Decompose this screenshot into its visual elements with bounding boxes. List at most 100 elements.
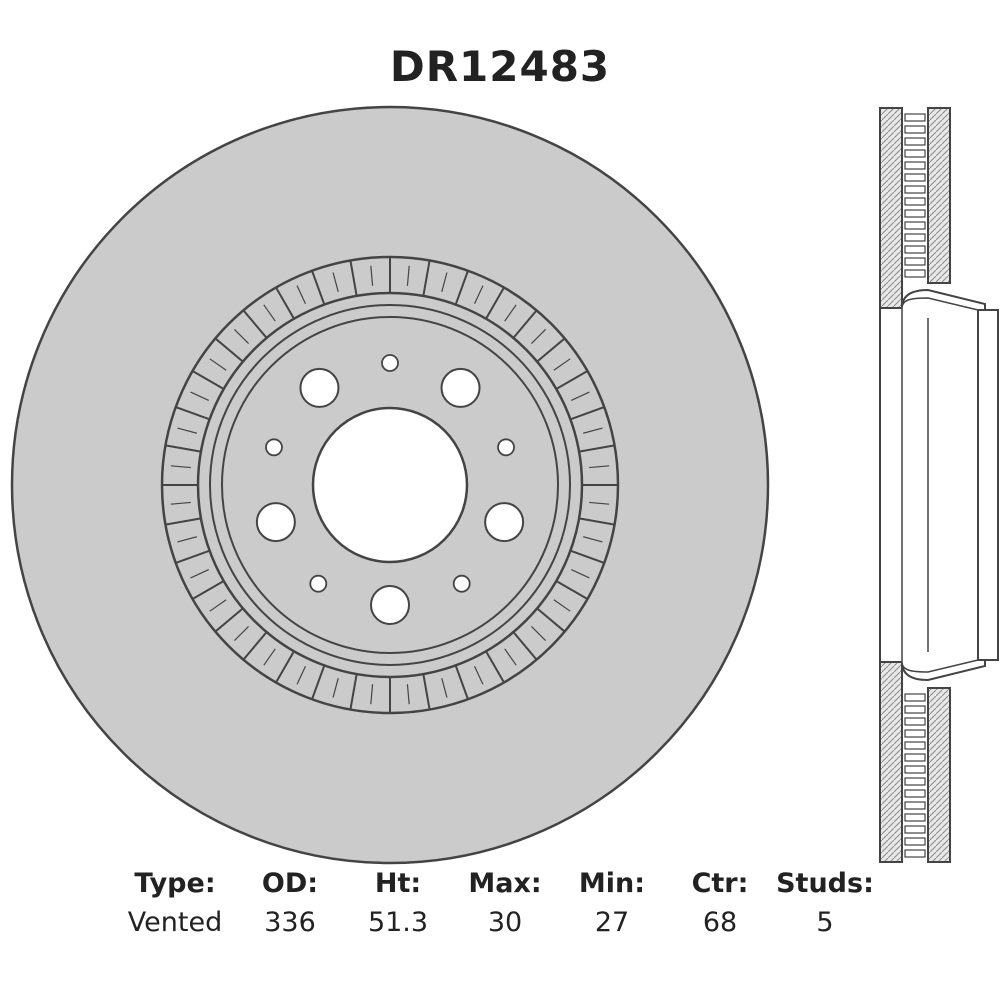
vane-section [904, 113, 926, 122]
vane-slot [583, 536, 603, 543]
lower-ring-outer-plate [879, 661, 903, 863]
upper-ring-inner-plate [927, 107, 951, 284]
cooling-vanes [162, 257, 618, 713]
vane-section [904, 765, 926, 774]
spec-ctr: Ctr: 68 [665, 868, 775, 938]
disc-front-view [10, 105, 770, 865]
vane-slot [571, 568, 590, 579]
vane-slot [170, 465, 191, 469]
vane-slot [530, 625, 546, 641]
stud-hole [440, 367, 481, 408]
stud-hole [370, 585, 410, 625]
vane-section [904, 149, 926, 158]
vane-divider [536, 337, 566, 363]
spec-value: 51.3 [367, 907, 429, 938]
vane-slot [263, 648, 276, 666]
spec-value: 30 [487, 907, 523, 938]
spec-label: Type: [134, 868, 216, 899]
locating-hole [265, 438, 283, 457]
locating-hole [497, 438, 515, 457]
vane-slot [170, 501, 191, 505]
vane-divider [512, 309, 538, 339]
vane-slot [370, 684, 374, 705]
vane-section [904, 197, 926, 206]
vane-slot [190, 391, 209, 402]
vane-section [904, 137, 926, 146]
stud-holes [255, 367, 525, 625]
vane-divider [275, 650, 295, 683]
vane-slot [209, 599, 227, 612]
vane-divider [165, 444, 202, 453]
vane-divider [192, 370, 225, 390]
vane-divider [349, 260, 358, 297]
vane-divider [165, 517, 202, 526]
vane-divider [422, 673, 431, 710]
vane-section [904, 789, 926, 798]
vane-section [904, 245, 926, 254]
vane-section [904, 705, 926, 714]
vane-slot [406, 265, 410, 286]
vane-divider [578, 517, 615, 526]
vane-slot [571, 391, 590, 402]
vane-slot [296, 285, 307, 304]
vane-slot [504, 648, 517, 666]
vane-slot [177, 536, 197, 543]
vane-divider [311, 270, 326, 305]
vane-slot [370, 265, 374, 286]
vane-section [904, 813, 926, 822]
vane-slot [504, 304, 517, 322]
vane-section [904, 693, 926, 702]
spec-max: Max: 30 [450, 868, 560, 938]
vane-divider [192, 580, 225, 600]
spec-value: 5 [816, 907, 834, 938]
vane-slot [190, 568, 209, 579]
locating-holes [265, 354, 515, 593]
vane-section [904, 729, 926, 738]
vane-slot [234, 625, 250, 641]
upper-vane-section [904, 113, 926, 278]
vane-divider [311, 665, 326, 700]
vane-slot [441, 678, 448, 698]
vane-section [904, 269, 926, 278]
vane-slot [209, 358, 227, 371]
vane-slot [406, 684, 410, 705]
locating-hole [381, 354, 399, 372]
vane-divider [422, 260, 431, 297]
vane-slot [234, 329, 250, 345]
vane-section [904, 221, 926, 230]
vane-section [904, 717, 926, 726]
stud-hole [255, 502, 296, 543]
vane-slot [589, 501, 610, 505]
spec-type: Type: Vented [120, 868, 230, 938]
vane-divider [570, 406, 605, 421]
vane-section [904, 173, 926, 182]
vane-section [904, 741, 926, 750]
spec-value: 27 [594, 907, 630, 938]
spec-od: OD: 336 [235, 868, 345, 938]
spec-value: 68 [702, 907, 738, 938]
vane-slot [332, 678, 339, 698]
spec-label: Min: [578, 868, 646, 899]
hat-wall [901, 297, 979, 673]
vane-slot [177, 427, 197, 434]
vane-section [904, 209, 926, 218]
vane-divider [175, 549, 210, 564]
vane-section [904, 125, 926, 134]
disc-side-section [879, 107, 999, 863]
vane-slot [296, 666, 307, 685]
vane-slot [473, 666, 484, 685]
spec-studs: Studs: 5 [770, 868, 880, 938]
vane-divider [349, 673, 358, 710]
hat-mounting-face [977, 309, 999, 661]
locating-hole [309, 574, 328, 593]
vane-divider [555, 370, 588, 390]
vane-divider [578, 444, 615, 453]
vane-divider [175, 406, 210, 421]
vane-divider [570, 549, 605, 564]
vane-slot [553, 358, 571, 371]
vane-slot [589, 465, 610, 469]
vane-slot [441, 272, 448, 292]
vane-slot [332, 272, 339, 292]
stud-hole [484, 502, 525, 543]
